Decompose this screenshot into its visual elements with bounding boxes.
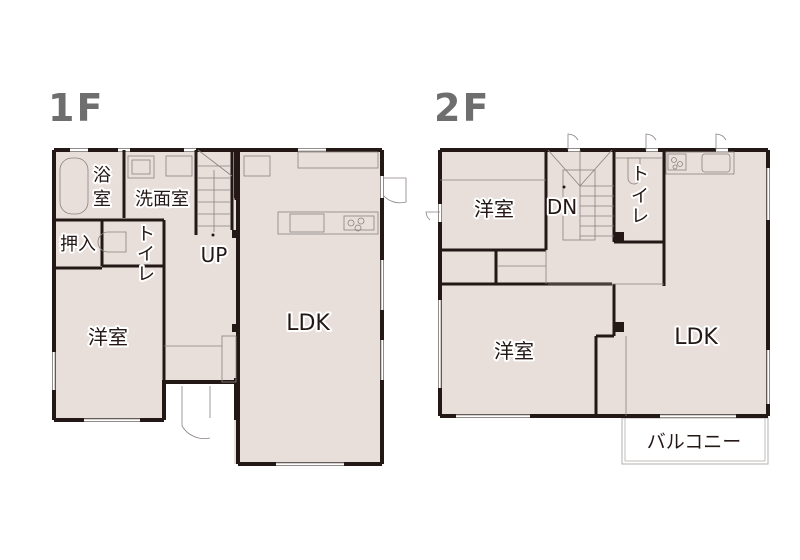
floor-plan-2f: 洋室 DN ト イ レ 洋室 LDK バルコニー: [425, 133, 770, 465]
room-label-washroom: 洗面室: [135, 189, 189, 210]
stairs-label-dn: DN: [547, 195, 577, 219]
floor-title-1f: 1F: [48, 86, 105, 130]
floor-fill-1f-ldk: [234, 150, 382, 464]
floor-fill-1f-west: [54, 150, 234, 420]
room-label-ldk: LDK: [286, 311, 330, 336]
room-label-bedroom: 洋室: [88, 325, 128, 349]
room-label-bath-2: 室: [93, 189, 111, 210]
stairs-label-up: UP: [201, 243, 228, 267]
floor-title-2f: 2F: [434, 86, 491, 130]
balcony: [621, 417, 769, 465]
floor-plan-1f: 浴 室 洗面室 押入 ト イ レ UP 洋室 LDK: [52, 148, 407, 466]
room-label-bedroom-south: 洋室: [494, 339, 534, 363]
room-label-toilet-2f-2: イ: [631, 186, 649, 207]
room-label-toilet-1: ト: [137, 224, 155, 245]
room-label-closet: 押入: [60, 234, 96, 255]
room-label-toilet-2f-1: ト: [631, 164, 649, 185]
room-label-toilet-2: イ: [137, 244, 155, 265]
room-label-balcony: バルコニー: [647, 431, 742, 453]
room-label-ldk-2f: LDK: [674, 325, 718, 350]
room-label-toilet-2f-3: レ: [631, 206, 649, 227]
room-label-bath: 浴: [93, 165, 111, 186]
room-label-bedroom-north: 洋室: [474, 197, 514, 221]
room-label-toilet-3: レ: [137, 264, 155, 285]
